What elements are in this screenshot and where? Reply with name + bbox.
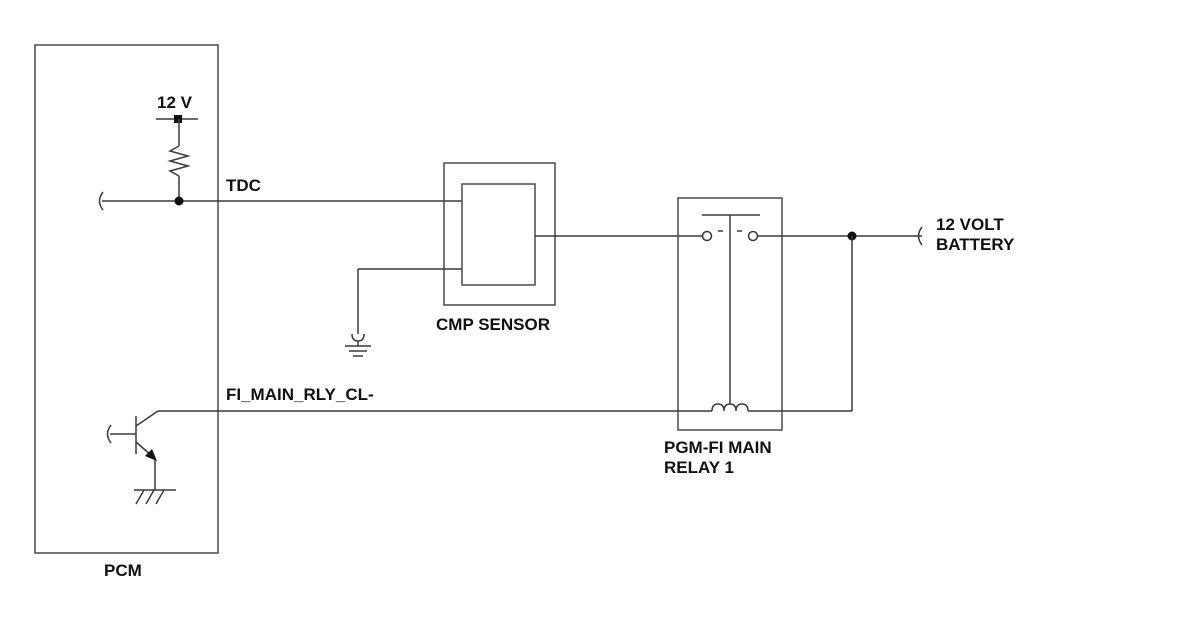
- relay-label-line2: RELAY 1: [664, 458, 734, 477]
- relay-box: [677, 197, 783, 431]
- fi-main-rly-label: FI_MAIN_RLY_CL-: [226, 385, 374, 404]
- relay-coil-icon: [711, 403, 749, 412]
- pcm-label: PCM: [104, 561, 142, 580]
- cmp-sensor: [443, 162, 556, 306]
- chassis-ground-icon: [134, 489, 176, 505]
- cmp-sensor-label: CMP SENSOR: [436, 315, 550, 334]
- ground-icon: [345, 268, 462, 357]
- battery-wire: [748, 226, 923, 412]
- pcm-box: [34, 44, 219, 554]
- relay-label-line1: PGM-FI MAIN: [664, 438, 772, 457]
- battery-label-line1: 12 VOLT: [936, 215, 1004, 234]
- resistor-icon: [167, 145, 191, 177]
- supply-12v-label: 12 V: [157, 93, 193, 112]
- transistor-icon: [106, 410, 159, 490]
- battery-label-line2: BATTERY: [936, 235, 1015, 254]
- tdc-wire: [98, 191, 462, 211]
- tdc-label: TDC: [226, 176, 261, 195]
- pullup-resistor-circuit: [156, 115, 198, 201]
